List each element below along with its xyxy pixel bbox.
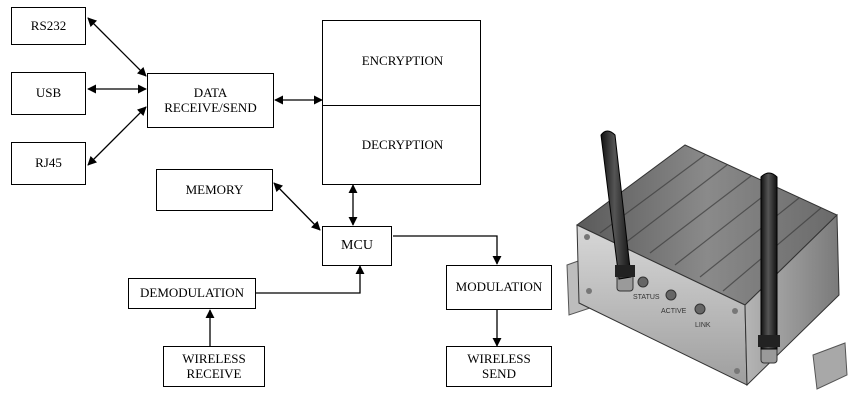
active-led [665, 289, 677, 301]
link-port-label: LINK [695, 322, 711, 329]
antenna-left [600, 130, 632, 280]
arrow-mcu-modulation [393, 235, 502, 265]
screw-icon [584, 234, 590, 240]
status-port-label: STATUS [633, 294, 660, 301]
rs232-block: RS232 [11, 7, 86, 45]
antenna-right-base [758, 335, 780, 347]
device-photo: STATUS ACTIVE LINK [566, 130, 848, 390]
rs232-label: RS232 [30, 17, 67, 33]
modulation-block: MODULATION [446, 265, 552, 310]
mount-flange-right [812, 342, 848, 390]
data-receive-send-block: DATA RECEIVE/SEND [147, 73, 274, 128]
usb-label: USB [35, 85, 62, 101]
usb-block: USB [11, 72, 86, 115]
active-port-label: ACTIVE [661, 308, 687, 315]
arrow-demod-mcu [256, 265, 365, 294]
screw-icon [586, 288, 592, 294]
receive-send-label: RECEIVE/SEND [164, 99, 257, 115]
modulation-label: MODULATION [455, 279, 543, 295]
antenna-right [760, 172, 778, 350]
arrow-memory-mcu [273, 182, 321, 231]
arrow-rj45-data [87, 106, 147, 166]
antenna-left-base [615, 265, 635, 277]
screw-icon [734, 368, 740, 374]
decryption-label: DECRYPTION [361, 137, 444, 152]
crypto-divider [323, 105, 480, 106]
arrow-rs232-data [87, 17, 147, 77]
data-label: DATA [193, 84, 228, 100]
demodulation-block: DEMODULATION [128, 278, 256, 309]
rj45-label: RJ45 [35, 155, 62, 171]
wireless-receive-line1: WIRELESS [182, 350, 246, 366]
demodulation-label: DEMODULATION [140, 285, 244, 301]
wireless-send-line2: SEND [482, 365, 516, 381]
status-led [637, 276, 649, 288]
wireless-send-line1: WIRELESS [467, 350, 531, 366]
memory-label: MEMORY [185, 181, 244, 197]
screw-icon [732, 308, 738, 314]
encryption-label: ENCRYPTION [361, 53, 444, 68]
wireless-send-block: WIRELESS SEND [446, 346, 552, 387]
link-led [694, 303, 706, 315]
memory-block: MEMORY [156, 169, 273, 211]
wireless-receive-block: WIRELESS RECEIVE [163, 346, 265, 387]
rj45-block: RJ45 [11, 142, 86, 185]
wireless-receive-line2: RECEIVE [186, 365, 242, 381]
encryption-decryption-block: ENCRYPTION DECRYPTION [322, 20, 481, 185]
mcu-block: MCU [322, 226, 392, 266]
mcu-label: MCU [341, 237, 373, 253]
